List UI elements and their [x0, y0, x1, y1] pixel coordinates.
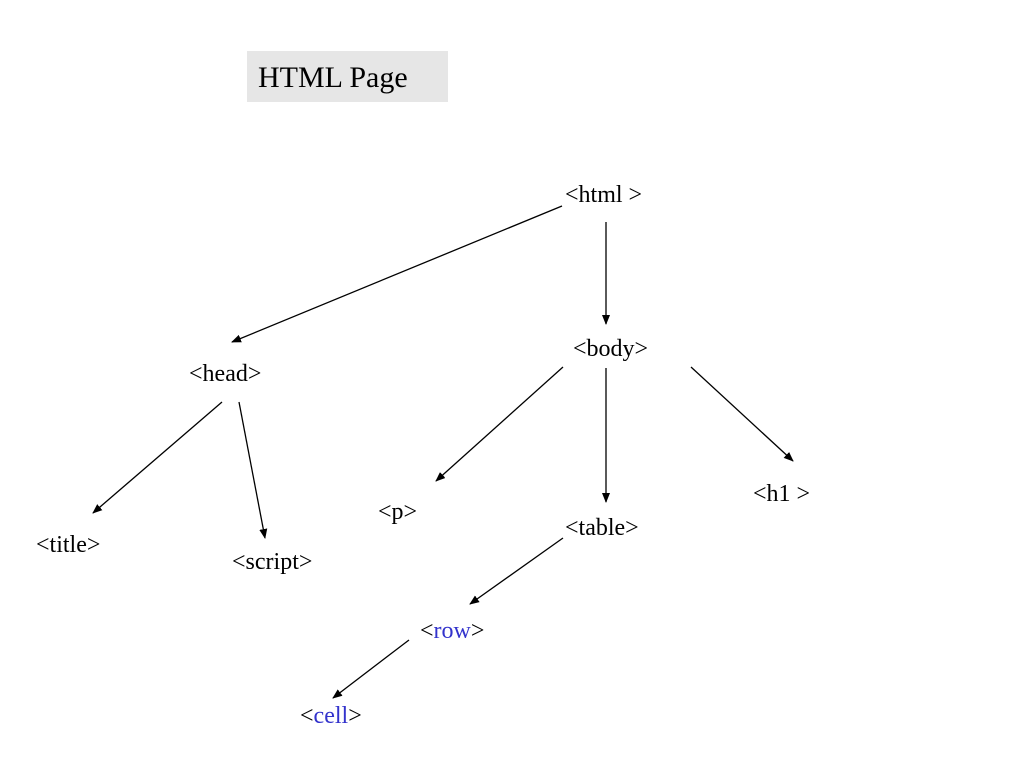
- node-h1: <h1 >: [753, 481, 811, 507]
- node-html: <html >: [565, 182, 643, 208]
- edge-head-script: [238, 401, 268, 539]
- node-p: <p>: [378, 499, 418, 525]
- edge-body-h1: [690, 366, 794, 462]
- node-row: <row>: [420, 617, 484, 645]
- node-cell-close: >: [348, 703, 362, 729]
- node-table: <table>: [565, 515, 639, 541]
- node-cell: <cell>: [300, 702, 362, 730]
- slide-title: HTML Page: [258, 61, 408, 94]
- node-cell-open: <: [300, 703, 314, 729]
- edge-row-cell: [332, 639, 410, 699]
- node-row-name: row: [433, 618, 471, 644]
- slide-title-box: HTML Page: [247, 51, 448, 102]
- node-title: <title>: [36, 532, 101, 558]
- node-row-close: >: [470, 618, 485, 644]
- edge-head-title: [92, 401, 223, 514]
- edge-body-p: [435, 366, 564, 482]
- edge-html-head: [231, 205, 563, 343]
- node-row-open: <: [420, 618, 434, 644]
- node-cell-name: cell: [313, 703, 349, 729]
- node-script: <script>: [232, 549, 313, 575]
- node-head: <head>: [189, 361, 262, 387]
- node-body: <body>: [573, 336, 649, 362]
- edge-table-row: [469, 537, 564, 605]
